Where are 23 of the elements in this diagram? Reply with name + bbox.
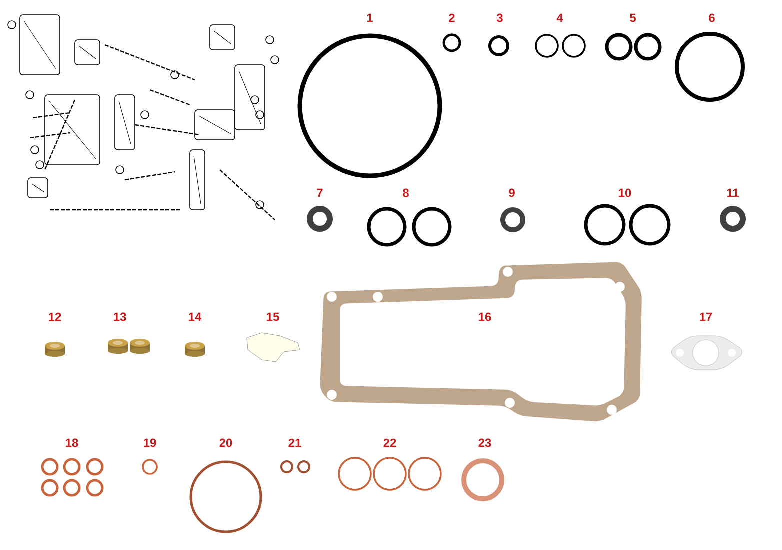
callout-number: 20 — [220, 438, 232, 448]
callout-number: 13 — [114, 312, 126, 322]
callout-number: 7 — [317, 188, 323, 198]
callout-number: 3 — [496, 14, 503, 22]
callout-number: 23 — [478, 438, 492, 448]
callout-number: 5 — [630, 14, 636, 22]
callout-number: 1 — [367, 14, 373, 22]
callout-number: 8 — [403, 188, 409, 198]
callout-number: 21 — [288, 438, 302, 448]
callout-number: 2 — [449, 14, 455, 22]
callout-number: 12 — [49, 312, 62, 322]
callout-number: 10 — [619, 188, 632, 198]
callout-number: 17 — [700, 312, 712, 322]
callout-number: 4 — [556, 14, 564, 22]
callout-number: 16 — [479, 312, 492, 322]
callout-number: 9 — [509, 188, 515, 198]
callout-number: 14 — [189, 312, 202, 322]
callout-number: 11 — [727, 188, 739, 198]
callout-number: 18 — [66, 438, 78, 448]
callout-number: 15 — [267, 312, 280, 322]
callout-number: 6 — [709, 14, 715, 22]
callout-number: 19 — [144, 438, 156, 448]
callout-number: 22 — [384, 438, 396, 448]
